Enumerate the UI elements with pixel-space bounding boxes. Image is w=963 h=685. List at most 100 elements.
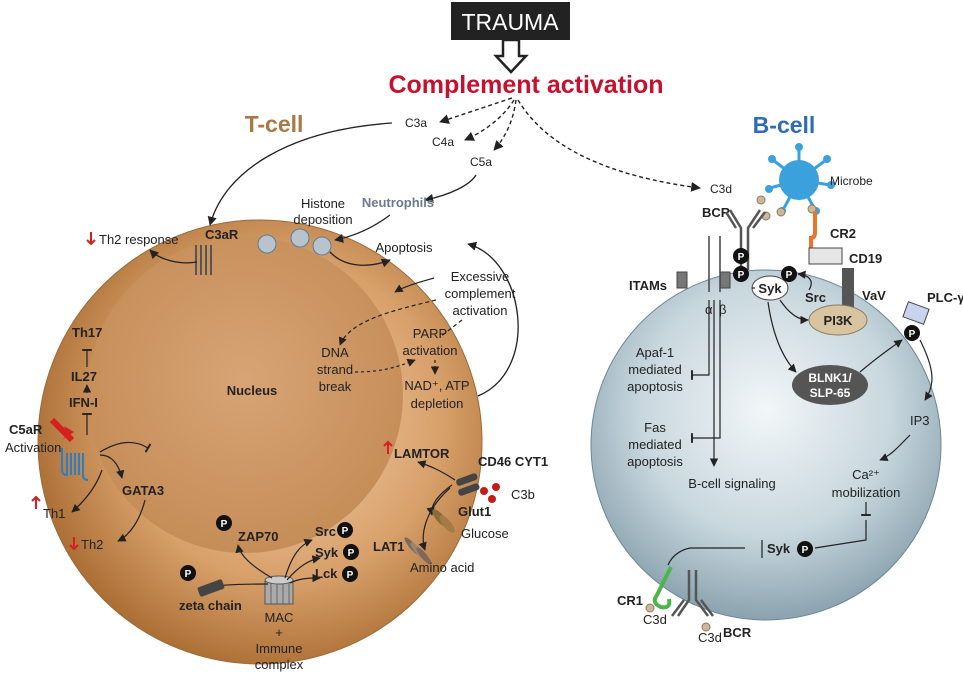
blnk-line1: BLNK1/: [808, 371, 852, 385]
bcr-bottom-label: BCR: [723, 625, 752, 640]
cr2-receptor: [809, 211, 817, 250]
c5a-label: C5a: [470, 155, 492, 169]
svg-text:P: P: [909, 329, 916, 340]
microbe-icon: [765, 143, 835, 215]
activation-arrow-shaft: [49, 417, 75, 443]
lat1-transporter: [404, 537, 432, 565]
phospho-icon: P: [797, 541, 813, 557]
neutrophils-to-histone-arrow: [334, 214, 391, 243]
down-arrow-icon: [493, 38, 529, 74]
zeta-chain-receptor: [197, 579, 225, 597]
il27-label: IL27: [71, 369, 97, 384]
src-to-syk-arrow: [797, 270, 812, 291]
nucleus-label: Nucleus: [227, 383, 278, 398]
phospho-icon: P: [904, 325, 920, 341]
syk-to-blnk-arrow: [767, 301, 797, 373]
ca-line1: Ca²⁺: [852, 467, 880, 482]
lat1-label: LAT1: [373, 539, 405, 554]
mac-line3: Immune: [256, 641, 303, 656]
blnk-to-plc-arrow: [859, 339, 903, 373]
ig-alpha-beta: [708, 236, 721, 292]
dna-line3: break: [319, 379, 352, 394]
plc-box: [902, 301, 930, 325]
up-arrow-icon: [383, 440, 393, 454]
up-arrow-icon: [31, 495, 41, 509]
nad-line2: depletion: [411, 396, 464, 411]
th2-response-label: Th2 response: [99, 232, 179, 247]
pi3k-bubble: [808, 304, 868, 336]
c3d-bottom-label: C3d: [698, 630, 722, 645]
cd19-label: CD19: [849, 251, 882, 266]
syk-to-pi3k-arrow: [779, 299, 809, 325]
cr2-label: CR2: [830, 226, 856, 241]
excessive-to-parp-arrow: [439, 319, 463, 338]
trauma-box: [451, 2, 570, 40]
ip3-label: IP3: [910, 413, 930, 428]
syk-bottom-label: Syk: [767, 541, 791, 556]
c5ar-inhibit-arrow: [99, 441, 152, 453]
cr1-label: CR1: [617, 593, 643, 608]
bcell-title: B-cell: [753, 112, 816, 138]
activation-arrow-icon: [48, 420, 74, 440]
cd19-box: [808, 247, 843, 265]
th2-label: Th2: [81, 537, 103, 552]
excessive-to-dna-arrow: [338, 299, 437, 346]
c3d-label: C3d: [710, 182, 732, 196]
histone-to-apoptosis-arrow: [329, 251, 391, 268]
th1-label: Th1: [43, 506, 65, 521]
blnk-bubble: [792, 365, 868, 405]
apaf-line1: Apaf-1: [636, 345, 674, 360]
phospho-icon: P: [781, 266, 797, 282]
glut1-label: Glut1: [458, 504, 491, 519]
src-label: Src: [805, 290, 826, 305]
fas-inhibit-line: [691, 300, 721, 443]
gata3-label: GATA3: [122, 483, 164, 498]
svg-text:P: P: [342, 526, 349, 537]
c5ar-label: C5aR: [9, 422, 43, 437]
cd46-to-glut1-arrow: [426, 484, 453, 516]
c5ar-activation-label: Activation: [5, 440, 61, 455]
svg-text:P: P: [347, 570, 354, 581]
cr1-receptor: [652, 566, 673, 610]
beta-label: β: [719, 302, 726, 317]
syk-bottom-bracket: [667, 540, 763, 566]
histone-cluster: [257, 228, 332, 256]
c3b-dots: [480, 483, 500, 503]
excessive-to-apoptosis-arrow: [394, 277, 435, 293]
src-label: Src: [315, 524, 336, 539]
phospho-icon: P: [216, 515, 232, 531]
plc-to-ip3-arrow: [919, 339, 933, 401]
amino-acid-label: Amino acid: [410, 560, 474, 575]
svg-text:P: P: [738, 252, 745, 263]
svg-text:P: P: [185, 569, 192, 580]
ifn-label: IFN-I: [69, 395, 98, 410]
c3a-label: C3a: [405, 116, 427, 130]
phospho-icon: P: [343, 544, 359, 560]
c3b-label: C3b: [511, 487, 535, 502]
mac-line2: +: [275, 625, 283, 640]
fas-line2: mediated: [628, 437, 681, 452]
svg-text:P: P: [348, 548, 355, 559]
trauma-label: TRAUMA: [461, 9, 559, 35]
phospho-icon: P: [733, 266, 749, 282]
ca-line2: mobilization: [832, 485, 901, 500]
apoptosis-label: Apoptosis: [375, 240, 433, 255]
apaf-line2: mediated: [628, 362, 681, 377]
c3d-bottom-fragments: [645, 603, 711, 632]
syk-label: Syk: [758, 281, 782, 296]
pi3k-label: PI3K: [824, 313, 854, 328]
histone-line1: Histone: [301, 196, 345, 211]
svg-text:P: P: [786, 270, 793, 281]
c3ar-to-th2-arrow: [149, 249, 198, 264]
syk-label: Syk: [315, 545, 339, 560]
c4a-label: C4a: [432, 135, 454, 149]
c5a-to-neutrophils-arrow: [424, 174, 477, 203]
cd46-label: CD46 CYT1: [478, 454, 548, 469]
c3ar-receptor: [195, 245, 212, 275]
depletion-to-apoptosis-arrow: [467, 241, 519, 397]
phospho-icon: P: [337, 522, 353, 538]
gata3-to-th2-arrow: [117, 499, 146, 542]
dna-line2: strand: [317, 362, 353, 377]
